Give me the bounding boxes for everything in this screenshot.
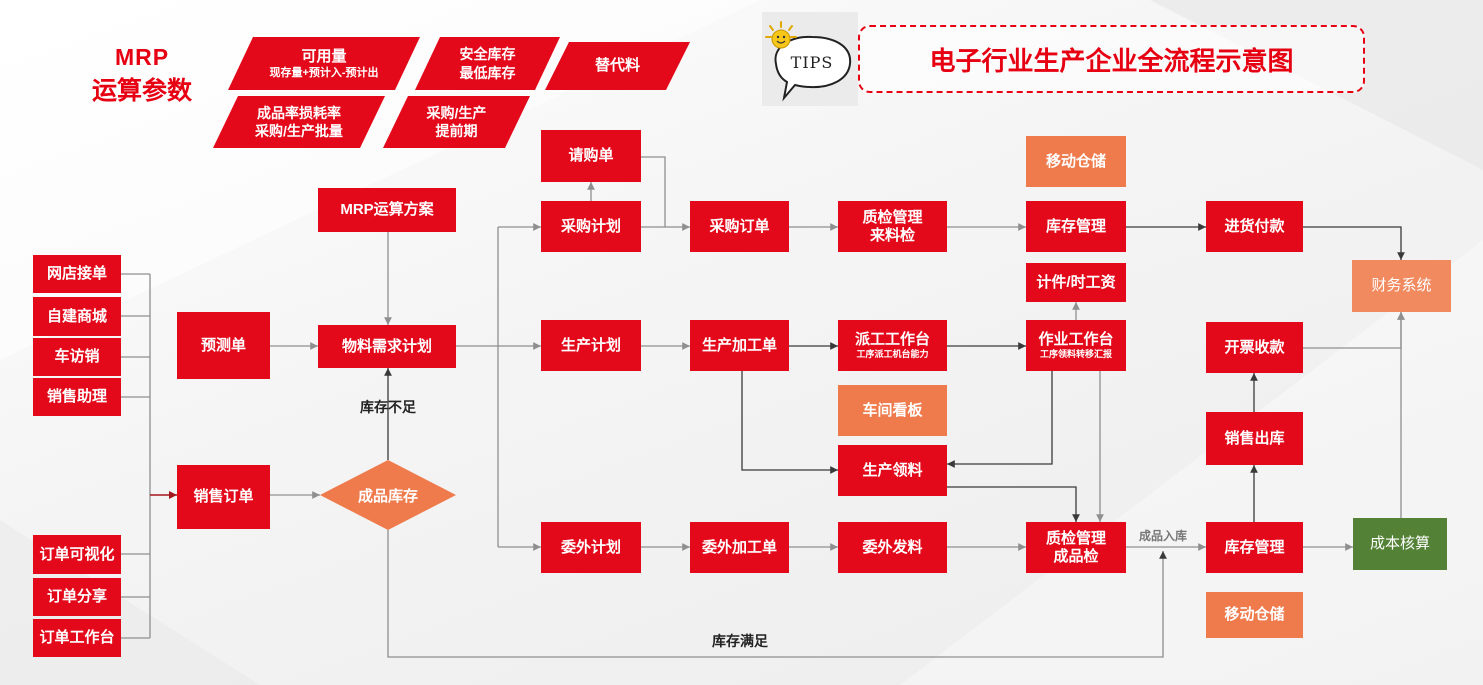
order-source-own-mall: 自建商城	[33, 297, 121, 336]
node-invoice-receipt: 开票收款	[1206, 322, 1303, 373]
node-production-plan: 生产计划	[541, 320, 641, 371]
node-purchase-order: 采购订单	[690, 201, 789, 252]
node-piece-wage: 计件/时工资	[1026, 263, 1126, 302]
param-detail: 采购/生产批量	[255, 123, 343, 139]
tips-label: TIPS	[790, 53, 834, 72]
node-mobile-wms-bottom: 移动仓储	[1206, 592, 1303, 638]
node-sales-outbound: 销售出库	[1206, 412, 1303, 465]
param-label: 成品率损耗率	[257, 104, 341, 121]
order-source-van-sales: 车访销	[33, 338, 121, 376]
param-yield-batch: 成品率损耗率 采购/生产批量	[213, 96, 385, 148]
node-outsource-plan: 委外计划	[541, 522, 641, 573]
param-safety-stock: 安全库存 最低库存	[415, 37, 560, 90]
arrow-production-order-to-picking	[741, 371, 838, 474]
node-workshop-board: 车间看板	[838, 385, 947, 436]
node-line: 质检管理	[862, 208, 923, 226]
node-purchase-request: 请购单	[541, 130, 641, 182]
label-stock-insufficient: 库存不足	[360, 399, 416, 415]
param-lead-time: 采购/生产 提前期	[383, 96, 530, 148]
node-dispatch-bench: 派工工作台 工序派工机台能力	[838, 320, 947, 371]
connector-plan-bus	[456, 227, 499, 547]
node-mrp-plan: MRP运算方案	[318, 188, 456, 232]
order-tool-visualization: 订单可视化	[33, 535, 121, 574]
order-tool-workbench: 订单工作台	[33, 619, 121, 657]
node-outsource-order: 委外加工单	[690, 522, 789, 573]
order-source-online-store: 网店接单	[33, 255, 121, 293]
arrow-picking-to-finished-qc	[947, 486, 1080, 522]
mrp-heading-line2: 运算参数	[91, 77, 192, 105]
node-inventory-top: 库存管理	[1026, 201, 1126, 252]
node-finished-qc: 质检管理 成品检	[1026, 522, 1126, 573]
node-line: 派工工作台	[854, 331, 930, 349]
node-line: 质检管理	[1045, 529, 1106, 547]
param-label: 可用量	[301, 47, 347, 65]
node-purchase-payment: 进货付款	[1206, 201, 1303, 252]
arrow-payment-to-finance	[1303, 226, 1405, 260]
node-forecast: 预测单	[177, 312, 270, 379]
node-work-bench: 作业工作台 工序领料转移汇报	[1026, 320, 1126, 371]
node-line: 成品检	[1053, 547, 1099, 565]
connector-order-source-bus	[121, 273, 151, 639]
param-detail: 最低库存	[459, 64, 516, 81]
node-production-picking: 生产领料	[838, 445, 947, 496]
node-purchase-plan: 采购计划	[541, 201, 641, 252]
node-subline: 工序领料转移汇报	[1039, 349, 1112, 360]
connector-request-to-purchase-order	[641, 156, 666, 227]
arrow-invoice-to-finance	[1303, 312, 1405, 349]
arrow-stock-sufficient	[387, 530, 1167, 658]
arrow-work-bench-to-picking	[947, 371, 1053, 468]
node-mobile-wms-top: 移动仓储	[1026, 136, 1126, 187]
label-finished-inbound: 成品入库	[1138, 529, 1187, 543]
node-finance-system: 财务系统	[1352, 260, 1451, 312]
param-label: 采购/生产	[426, 104, 487, 121]
tips-icon: TIPS	[762, 12, 858, 106]
param-substitute: 替代料	[545, 42, 690, 90]
node-line: 作业工作台	[1038, 331, 1114, 349]
param-detail: 提前期	[435, 123, 478, 139]
param-label: 安全库存	[459, 46, 516, 63]
mrp-params-heading: MRP 运算参数	[78, 40, 206, 108]
order-tool-share: 订单分享	[33, 578, 121, 616]
page-title: 电子行业生产企业全流程示意图	[858, 25, 1365, 93]
node-line: 来料检	[869, 226, 915, 244]
node-subline: 工序派工机台能力	[856, 349, 929, 360]
node-incoming-qc: 质检管理 来料检	[838, 201, 947, 252]
node-production-order: 生产加工单	[690, 320, 789, 371]
order-source-sales-assistant: 销售助理	[33, 378, 121, 416]
label-stock-sufficient: 库存满足	[712, 633, 768, 649]
mrp-heading-line1: MRP	[114, 44, 170, 70]
node-inventory-bottom: 库存管理	[1206, 522, 1303, 573]
param-detail: 现存量+预计入-预计出	[269, 67, 379, 80]
node-outsource-issue: 委外发料	[838, 522, 947, 573]
node-sales-order: 销售订单	[177, 465, 270, 529]
node-material-plan: 物料需求计划	[318, 325, 456, 368]
param-available-qty: 可用量 现存量+预计入-预计出	[228, 37, 420, 90]
tips-bubble-sun-icon	[762, 12, 858, 106]
param-label: 替代料	[594, 57, 640, 75]
node-cost-accounting: 成本核算	[1353, 518, 1447, 570]
